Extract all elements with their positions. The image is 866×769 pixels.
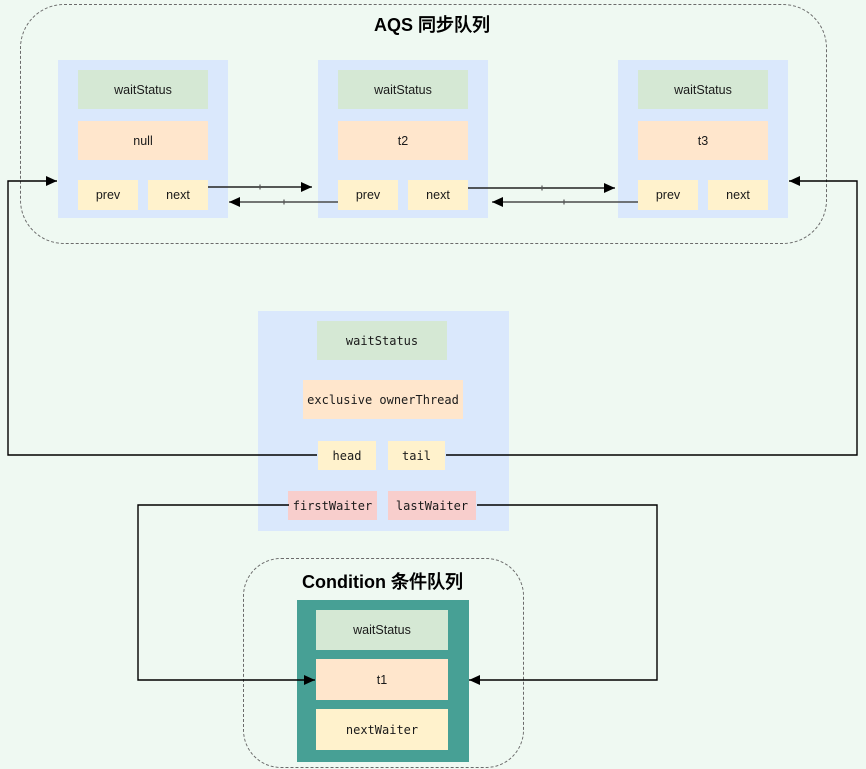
sync-queue-node-1: waitStatus null prev next: [58, 60, 228, 218]
head-cell: head: [318, 441, 376, 470]
sync-queue-node-3: waitStatus t3 prev next: [618, 60, 788, 218]
aqs-object: waitStatus exclusive ownerThread head ta…: [258, 311, 509, 531]
thread-cell: t3: [638, 121, 768, 160]
sync-queue-node-2: waitStatus t2 prev next: [318, 60, 488, 218]
wait-status-cell: waitStatus: [638, 70, 768, 109]
prev-cell: prev: [338, 180, 398, 210]
first-waiter-cell: firstWaiter: [288, 491, 377, 520]
next-cell: next: [408, 180, 468, 210]
prev-cell: prev: [78, 180, 138, 210]
prev-cell: prev: [638, 180, 698, 210]
tail-cell: tail: [388, 441, 445, 470]
thread-cell: null: [78, 121, 208, 160]
last-waiter-cell: lastWaiter: [388, 491, 476, 520]
owner-thread-cell: exclusive ownerThread: [303, 380, 463, 419]
next-waiter-cell: nextWaiter: [316, 709, 448, 750]
wait-status-cell: waitStatus: [78, 70, 208, 109]
thread-cell: t2: [338, 121, 468, 160]
sync-queue-title: AQS 同步队列: [373, 15, 490, 35]
next-cell: next: [148, 180, 208, 210]
wait-status-cell: waitStatus: [317, 321, 447, 360]
next-cell: next: [708, 180, 768, 210]
thread-cell: t1: [316, 659, 448, 700]
condition-queue-title: Condition 条件队列: [302, 572, 463, 592]
condition-node: waitStatus t1 nextWaiter: [297, 600, 469, 762]
sync-queue-container: [20, 4, 827, 244]
wait-status-cell: waitStatus: [316, 610, 448, 650]
wait-status-cell: waitStatus: [338, 70, 468, 109]
